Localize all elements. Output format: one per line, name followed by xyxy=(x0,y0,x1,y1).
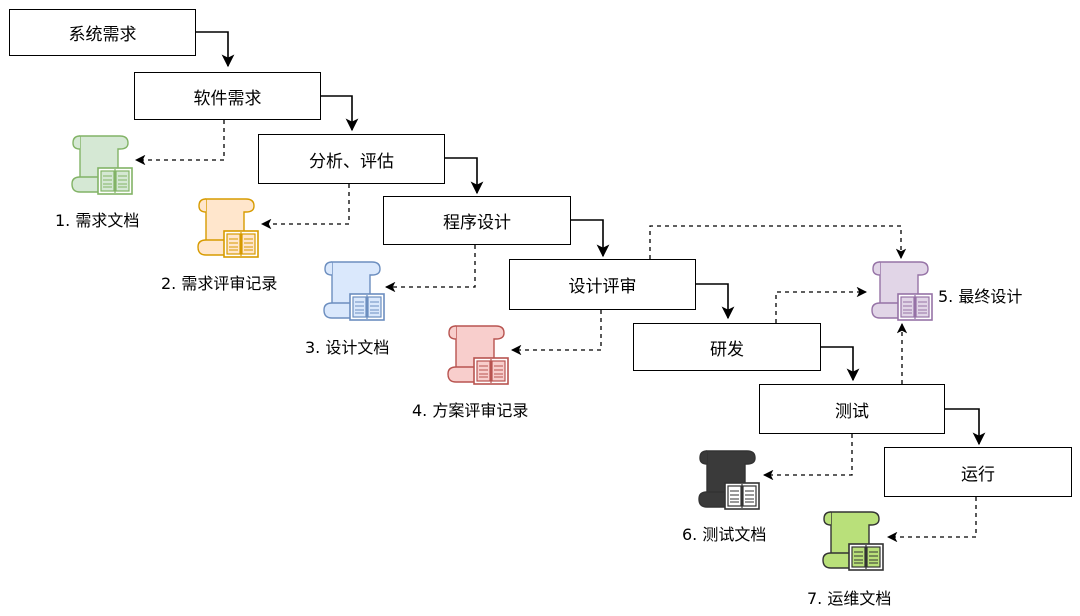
step-label: 运行 xyxy=(961,464,995,485)
document-icon-design xyxy=(323,261,385,321)
document-label-final-design: 5. 最终设计 xyxy=(938,287,1023,306)
arrow-s1-s2 xyxy=(196,31,235,68)
step-label: 设计评审 xyxy=(568,277,637,297)
document-icon-requirements-review xyxy=(197,198,259,258)
step-label: 软件需求 xyxy=(193,88,262,109)
document-icon-ops xyxy=(822,511,884,571)
document-icon-test xyxy=(698,450,760,510)
flow-arrows xyxy=(196,31,986,446)
document-icon-final-design xyxy=(871,261,933,321)
document-label-test: 6. 测试文档 xyxy=(682,525,767,544)
step-analysis-evaluation: 分析、评估 xyxy=(258,134,445,184)
step-development: 研发 xyxy=(633,323,821,371)
step-label: 系统需求 xyxy=(68,25,137,45)
arrow-s4-d3 xyxy=(384,245,476,293)
step-label: 程序设计 xyxy=(443,213,511,233)
arrow-s8-d7 xyxy=(886,497,977,543)
document-label-requirements: 1. 需求文档 xyxy=(55,211,140,230)
document-label-requirements-review: 2. 需求评审记录 xyxy=(161,274,278,293)
step-label: 分析、评估 xyxy=(309,151,394,172)
arrow-s2-s3 xyxy=(321,95,359,132)
document-label-ops: 7. 运维文档 xyxy=(807,589,892,608)
arrow-s7-s8 xyxy=(945,408,986,446)
document-arrows xyxy=(134,120,977,543)
document-label-plan-review: 4. 方案评审记录 xyxy=(412,401,529,420)
arrow-s6-d5 xyxy=(775,286,868,323)
arrow-s4-s5 xyxy=(571,219,610,258)
step-label: 测试 xyxy=(835,401,869,422)
step-system-requirements: 系统需求 xyxy=(9,9,196,56)
step-software-requirements: 软件需求 xyxy=(134,72,321,120)
step-operation: 运行 xyxy=(884,447,1072,497)
step-design-review: 设计评审 xyxy=(509,259,696,310)
arrow-s2-d1 xyxy=(134,120,225,166)
step-program-design: 程序设计 xyxy=(383,196,571,245)
document-icon-requirements xyxy=(71,135,133,195)
arrow-s3-s4 xyxy=(445,157,484,195)
arrow-s5-d5 xyxy=(649,225,907,260)
document-label-design: 3. 设计文档 xyxy=(305,338,390,357)
arrow-s6-s7 xyxy=(821,346,860,382)
arrow-s7-d6 xyxy=(762,434,853,481)
arrow-s5-d4 xyxy=(510,310,602,356)
document-icon-plan-review xyxy=(447,325,509,385)
arrow-s3-d2 xyxy=(260,184,350,230)
step-label: 研发 xyxy=(710,339,744,360)
step-testing: 测试 xyxy=(759,384,945,434)
arrow-s5-s6 xyxy=(696,283,735,320)
